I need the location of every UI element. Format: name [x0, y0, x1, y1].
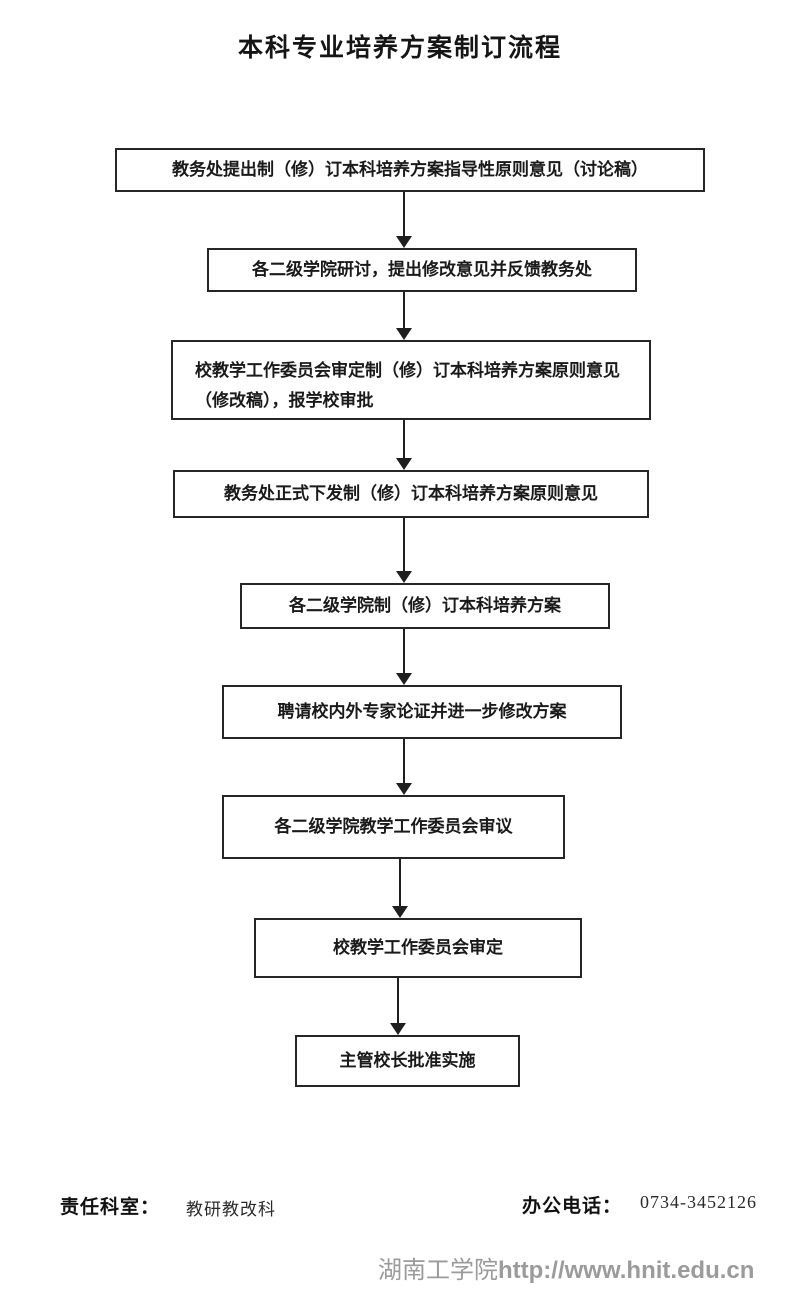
flow-connector-arrowhead-icon	[396, 236, 412, 248]
flow-step-label: 校教学工作委员会审定	[333, 938, 503, 958]
responsible-office-value: 教研教改科	[186, 1200, 276, 1219]
flow-connector-line	[403, 518, 405, 572]
flow-connector-arrowhead-icon	[396, 673, 412, 685]
flow-connector-line	[403, 420, 405, 459]
flow-connector-line	[397, 978, 399, 1024]
watermark-site-url: http://www.hnit.edu.cn	[498, 1257, 755, 1284]
responsible-office-label: 责任科室：	[60, 1197, 161, 1218]
flow-connector-arrowhead-icon	[392, 906, 408, 918]
flow-step-label: 教务处正式下发制（修）订本科培养方案原则意见	[224, 484, 598, 504]
flow-step-label: 各二级学院教学工作委员会审议	[274, 817, 513, 837]
flow-step-label: 聘请校内外专家论证并进一步修改方案	[277, 702, 567, 722]
flow-connector-line	[403, 739, 405, 784]
flow-step-box: 教务处提出制（修）订本科培养方案指导性原则意见（讨论稿）	[115, 148, 705, 192]
office-phone-label: 办公电话：	[522, 1196, 623, 1217]
flow-step-box: 各二级学院制（修）订本科培养方案	[240, 583, 610, 629]
flow-connector-arrowhead-icon	[396, 571, 412, 583]
flow-step-box: 主管校长批准实施	[295, 1035, 520, 1087]
flow-connector-line	[403, 292, 405, 329]
flow-connector-line	[399, 859, 401, 907]
flow-step-label: 各二级学院制（修）订本科培养方案	[289, 596, 561, 616]
flow-step-label: 教务处提出制（修）订本科培养方案指导性原则意见（讨论稿）	[172, 160, 648, 180]
flow-step-box: 校教学工作委员会审定	[254, 918, 582, 978]
flow-connector-arrowhead-icon	[390, 1023, 406, 1035]
flow-step-box: 各二级学院教学工作委员会审议	[222, 795, 565, 859]
flow-step-label: 主管校长批准实施	[339, 1051, 476, 1071]
flow-step-box: 各二级学院研讨，提出修改意见并反馈教务处	[207, 248, 637, 292]
flow-step-label: 各二级学院研讨，提出修改意见并反馈教务处	[252, 260, 592, 280]
flow-step-label: 校教学工作委员会审定制（修）订本科培养方案原则意见（修改稿），报学校审批	[195, 361, 620, 410]
flow-step-box: 教务处正式下发制（修）订本科培养方案原则意见	[173, 470, 649, 518]
flow-connector-arrowhead-icon	[396, 458, 412, 470]
flow-connector-arrowhead-icon	[396, 783, 412, 795]
office-phone-value: 0734-3452126	[640, 1192, 757, 1212]
flow-connector-arrowhead-icon	[396, 328, 412, 340]
flow-step-box: 聘请校内外专家论证并进一步修改方案	[222, 685, 622, 739]
flow-connector-line	[403, 192, 405, 237]
site-watermark: 湖南工学院http://www.hnit.edu.cn	[378, 1250, 754, 1285]
page-title: 本科专业培养方案制订流程	[237, 34, 562, 62]
watermark-site-name: 湖南工学院	[378, 1258, 498, 1284]
flow-connector-line	[403, 629, 405, 674]
flow-step-box: 校教学工作委员会审定制（修）订本科培养方案原则意见（修改稿），报学校审批	[171, 340, 651, 420]
